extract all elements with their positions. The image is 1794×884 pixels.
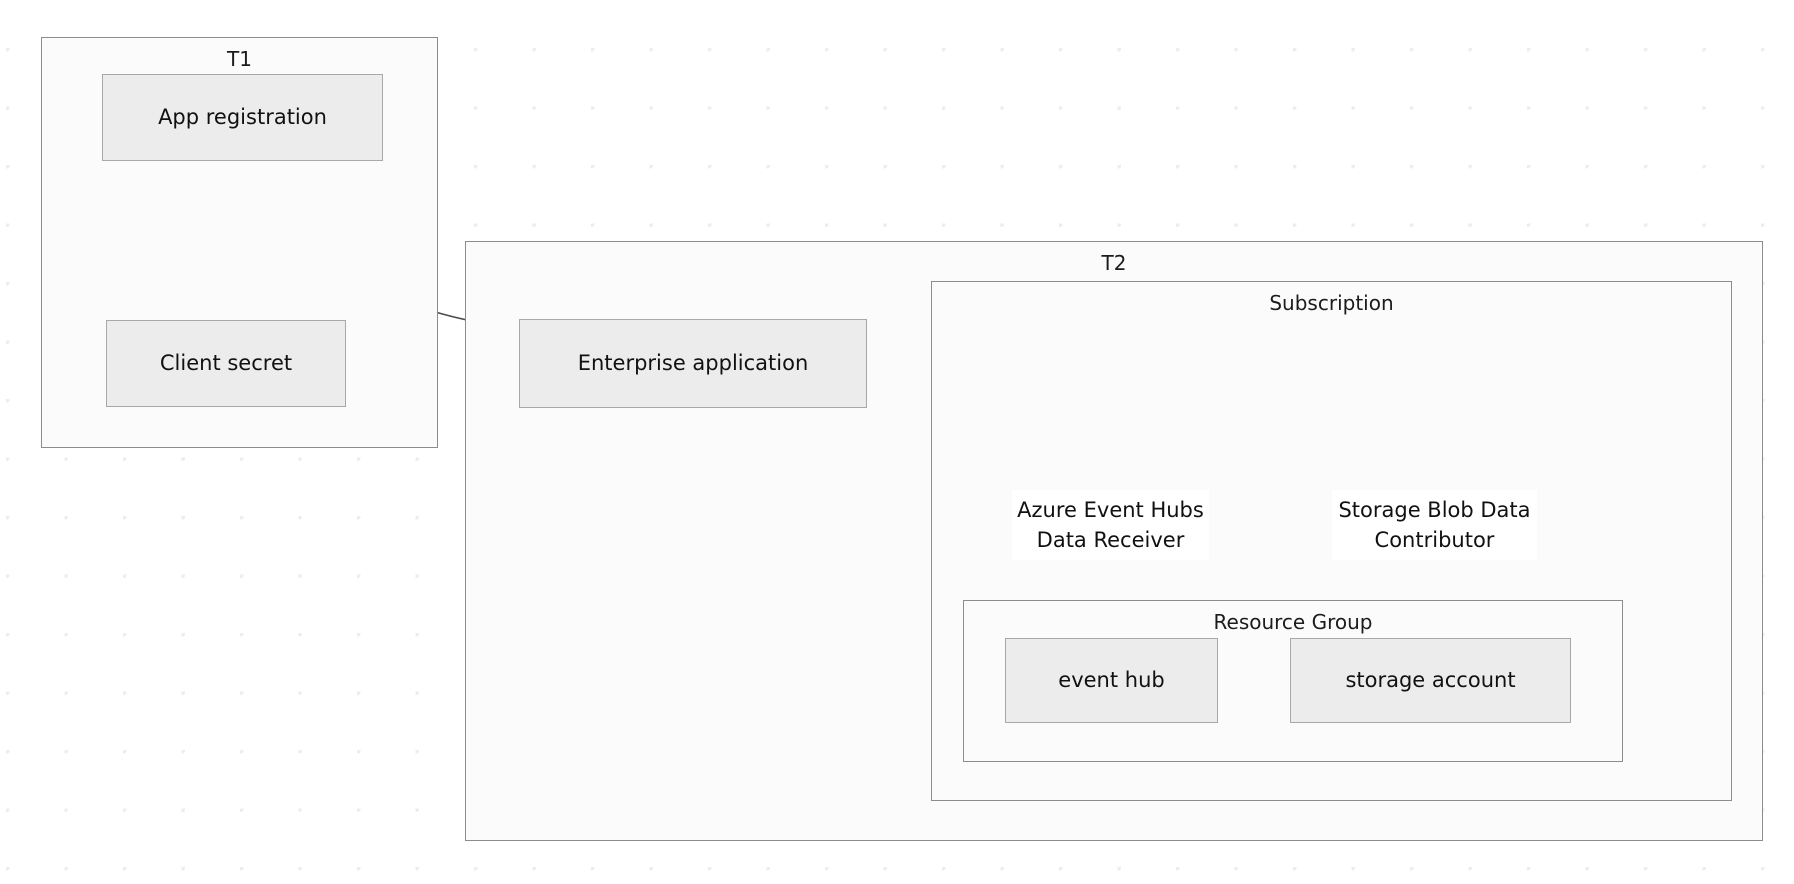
node-enterprise-application-label: Enterprise application — [577, 351, 809, 376]
node-storage-account-label: storage account — [1345, 668, 1516, 693]
node-event-hub[interactable]: event hub — [1005, 638, 1218, 723]
node-storage-account[interactable]: storage account — [1290, 638, 1571, 723]
cluster-t2-label: T2 — [1101, 251, 1127, 275]
node-app-registration-label: App registration — [158, 105, 327, 130]
node-enterprise-application[interactable]: Enterprise application — [519, 319, 867, 408]
cluster-t1-label: T1 — [227, 47, 252, 71]
node-client-secret-label: Client secret — [159, 351, 293, 376]
cluster-subscription-label: Subscription — [1269, 291, 1394, 315]
node-client-secret[interactable]: Client secret — [106, 320, 346, 407]
node-event-hub-label: event hub — [1058, 668, 1165, 693]
edge-label-event-hubs-role: Azure Event Hubs Data Receiver — [1012, 490, 1209, 560]
node-app-registration[interactable]: App registration — [102, 74, 383, 161]
cluster-resource-group-label: Resource Group — [1213, 610, 1373, 634]
edge-label-storage-role: Storage Blob Data Contributor — [1332, 490, 1537, 560]
